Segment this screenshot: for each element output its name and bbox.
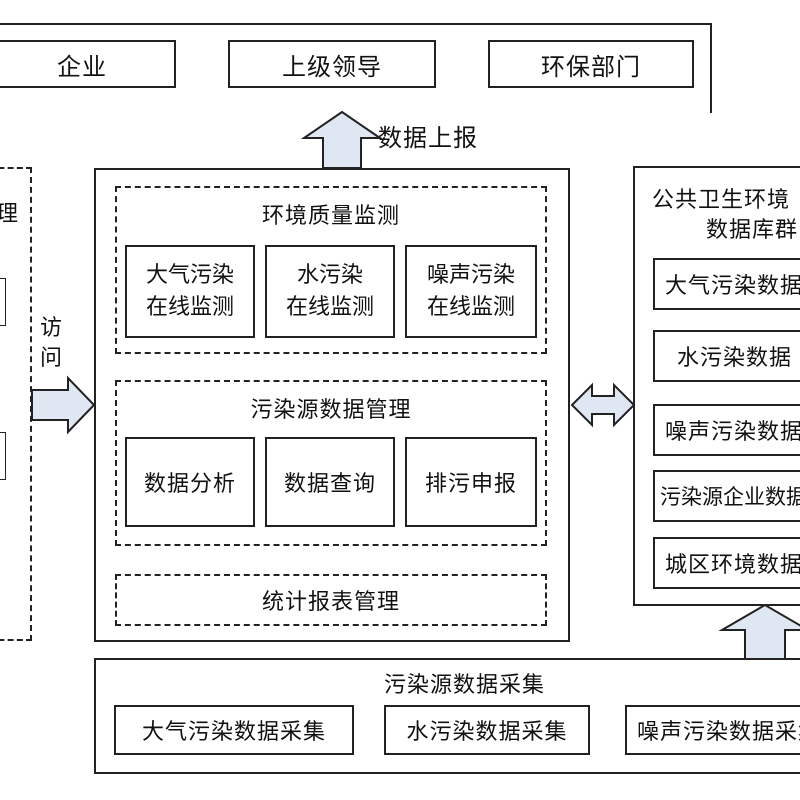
db-item-enterprise: 污染源企业数据 <box>653 470 800 522</box>
top-box-label: 上级领导 <box>282 52 382 81</box>
env-quality-group: 环境质量监测 <box>115 186 547 354</box>
top-container <box>0 23 712 113</box>
discharge-report-box: 排污申报 <box>405 437 537 527</box>
center-system <box>94 168 570 642</box>
left-panel <box>0 167 32 641</box>
bottom-collect-title: 污染源数据采集 <box>384 673 546 698</box>
collect-noise-box: 噪声污染数据采集 <box>625 705 800 755</box>
collect-up-arrow <box>718 603 800 661</box>
left-panel-box-2 <box>0 432 6 480</box>
report-up-arrow <box>300 110 384 169</box>
top-box-label: 环保部门 <box>541 52 641 81</box>
env-quality-title: 环境质量监测 <box>261 204 400 229</box>
right-db-title-1: 公共卫生环境 <box>652 188 791 213</box>
top-box-enterprise: 企业 <box>0 40 176 88</box>
pollution-mgmt-title: 污染源数据管理 <box>250 398 412 423</box>
collect-water-box: 水污染数据采集 <box>384 705 590 755</box>
collect-label: 噪声污染数据采集 <box>637 720 800 745</box>
access-right-arrow <box>31 375 96 435</box>
water-monitor-line1: 水污染 <box>296 262 363 288</box>
db-item-label: 城区环境数据 <box>665 553 800 578</box>
left-panel-box-1 <box>0 278 6 326</box>
db-item-water: 水污染数据 <box>653 330 800 382</box>
db-item-urban: 城区环境数据 <box>653 537 800 589</box>
data-analysis-box: 数据分析 <box>125 437 255 527</box>
right-db-panel <box>633 166 800 606</box>
left-panel-title: 理 <box>0 202 20 227</box>
access-label-2: 问 <box>40 346 64 371</box>
stats-report-group: 统计报表管理 <box>115 574 547 626</box>
collect-label: 水污染数据采集 <box>406 720 568 745</box>
noise-monitor-line1: 噪声污染 <box>426 262 515 288</box>
water-monitor-line2: 在线监测 <box>285 294 374 320</box>
data-query-box: 数据查询 <box>265 437 395 527</box>
discharge-report-label: 排污申报 <box>424 472 517 497</box>
air-monitor-line1: 大气污染 <box>145 262 234 288</box>
data-analysis-label: 数据分析 <box>143 472 236 497</box>
stats-report-title: 统计报表管理 <box>261 590 400 615</box>
air-monitor-line2: 在线监测 <box>145 294 234 320</box>
top-box-label: 企业 <box>57 52 107 81</box>
db-item-label: 大气污染数据 <box>665 274 800 299</box>
top-box-leadership: 上级领导 <box>228 40 436 88</box>
pollution-mgmt-group: 污染源数据管理 <box>115 380 547 546</box>
water-monitor-box: 水污染在线监测 <box>265 245 395 338</box>
right-db-title-2: 数据库群 <box>706 218 799 243</box>
db-item-label: 噪声污染数据 <box>665 420 800 445</box>
noise-monitor-line2: 在线监测 <box>426 294 515 320</box>
data-query-label: 数据查询 <box>283 472 376 497</box>
db-item-label: 污染源企业数据 <box>660 485 800 509</box>
noise-monitor-box: 噪声污染在线监测 <box>405 245 537 338</box>
collect-air-box: 大气污染数据采集 <box>114 705 354 755</box>
sync-double-arrow <box>570 382 636 428</box>
db-item-air: 大气污染数据 <box>653 258 800 310</box>
collect-label: 大气污染数据采集 <box>141 720 326 745</box>
top-box-env-dept: 环保部门 <box>488 40 694 88</box>
air-monitor-box: 大气污染在线监测 <box>125 245 255 338</box>
report-label: 数据上报 <box>378 124 478 152</box>
access-label-1: 访 <box>40 316 64 341</box>
db-item-noise: 噪声污染数据 <box>653 404 800 456</box>
db-item-label: 水污染数据 <box>677 346 793 371</box>
